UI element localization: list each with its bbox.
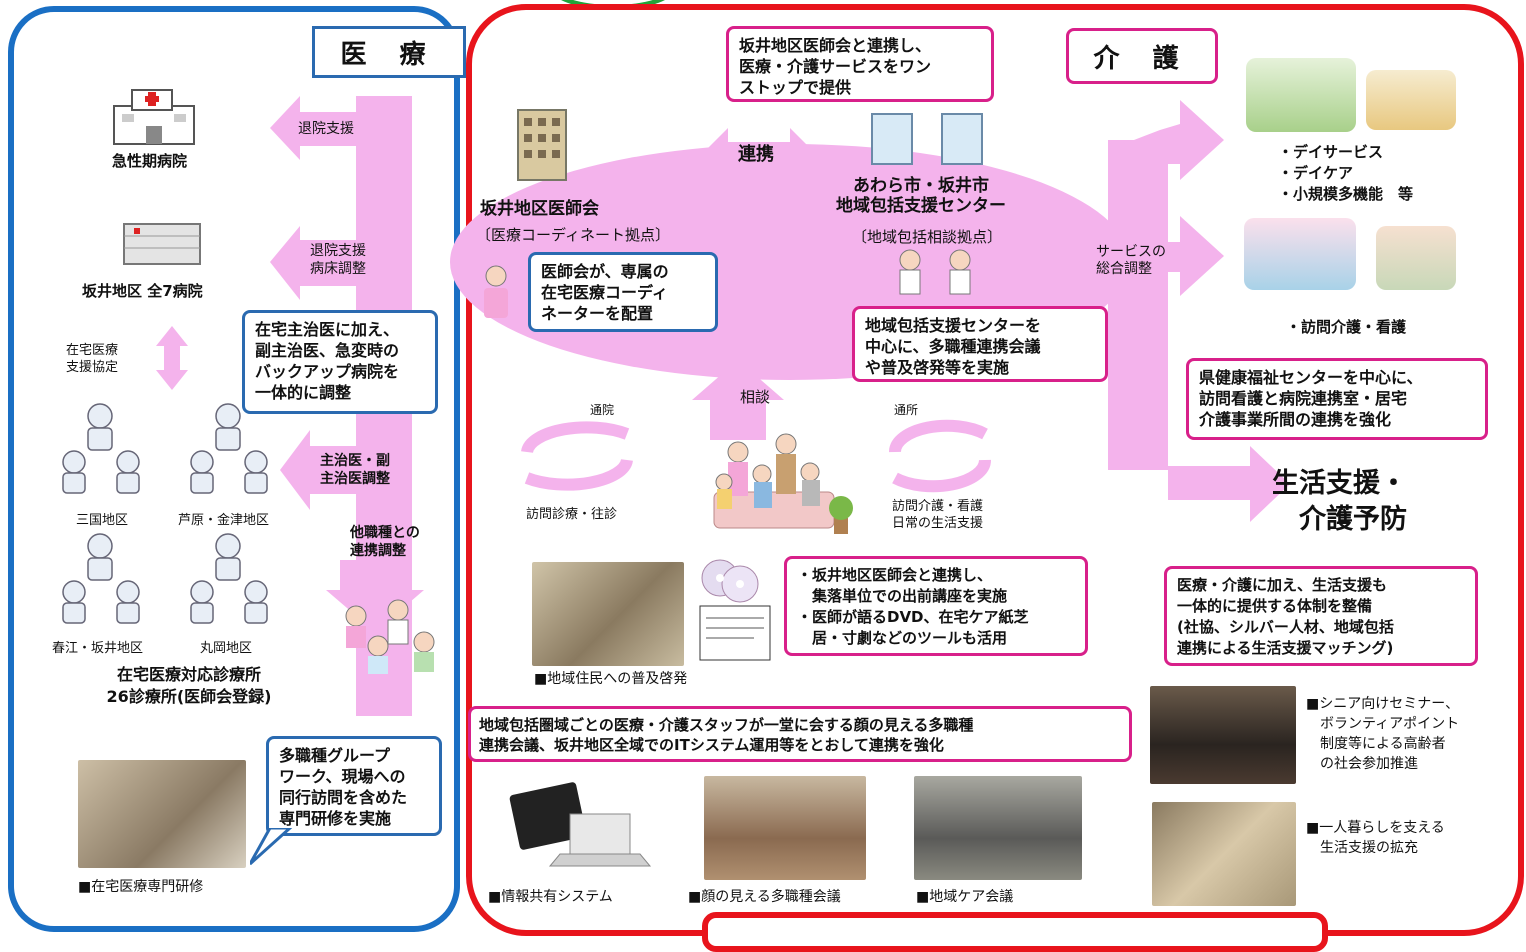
family-illustration <box>713 433 835 529</box>
arrow-to-visit <box>1168 216 1224 296</box>
medical-panel <box>8 6 460 932</box>
photo-meeting <box>704 776 866 880</box>
plant-icon <box>829 496 853 534</box>
right-trunk <box>1108 140 1168 470</box>
arrow-discharge-bed-label: 退院支援 病床調整 <box>310 243 366 277</box>
hospital-icon <box>113 89 195 145</box>
arrow-discharge <box>270 96 356 160</box>
photo-meeting-caption: ■顔の見える多職種会議 <box>688 889 841 905</box>
area-harue: 春江・坂井地区 <box>52 641 144 656</box>
photo-care-meeting <box>914 776 1082 880</box>
photo-outreach-caption: ■地域住民への普及啓発 <box>534 671 688 687</box>
callout-meeting: 地域包括圏域ごとの医療・介護スタッフが一堂に会する顔の見える多職種 連携会議、坂… <box>468 706 1132 762</box>
photo-day-service <box>1246 58 1356 132</box>
bottom-title-box-partial <box>702 912 1328 952</box>
home-support-agreement-label: 在宅医療 支援協定 <box>66 343 119 375</box>
area-maruoka: 丸岡地区 <box>200 641 253 656</box>
arrow-to-life <box>1108 440 1290 522</box>
life-support-label: 生活支援・ 介護予防 <box>1272 468 1407 535</box>
care-title: 介 護 <box>1066 28 1218 84</box>
photo-outreach <box>532 562 684 666</box>
arrow-discharge-bed <box>270 226 356 300</box>
medical-title: 医 療 <box>312 26 466 78</box>
hospital-acute-label: 急性期病院 <box>112 152 188 170</box>
callout-backup: 在宅主治医に加え、 副主治医、急変時の バックアップ病院を 一体的に調整 <box>242 310 438 414</box>
callout-onestop: 坂井地区医師会と連携し、 医療・介護サービスをワン ストップで提供 <box>726 26 994 102</box>
visit-nursing-label: 訪問介護・看護 日常の生活支援 <box>892 499 984 531</box>
arrow-doctor <box>280 430 356 510</box>
arrow-discharge-label: 退院支援 <box>298 121 354 137</box>
arrow-to-services <box>1108 100 1224 180</box>
cycle-dayvisit-bottom <box>892 459 992 493</box>
callout-integrated: 医療・介護に加え、生活支援も 一体的に提供する体制を整備 (社協、シルバー人材、… <box>1164 566 1478 666</box>
services-label: ・デイサービス ・デイケア ・小規模多機能 等 <box>1278 143 1414 203</box>
photo-training <box>78 760 246 868</box>
consult-label: 相談 <box>740 388 771 406</box>
cycle-outpatient-top <box>521 421 630 454</box>
arrow-doctor-label: 主治医・副 主治医調整 <box>320 453 390 487</box>
day-visit-label: 通所 <box>894 403 919 417</box>
double-arrow-support <box>156 326 188 390</box>
center-buildings-icon <box>871 113 983 165</box>
tablet-laptop-icon <box>509 782 652 867</box>
clinics-label: 在宅医療対応診療所 26診療所(医師会登録) <box>106 665 272 706</box>
arrow-multi-label: 他職種との 連携調整 <box>350 525 420 559</box>
center-staff-icon <box>899 249 971 295</box>
hospital-all-label: 坂井地区 全7病院 <box>82 282 203 300</box>
dvd-and-booklet-icon <box>699 559 771 661</box>
visit-care-label: ・訪問介護・看護 <box>1286 318 1407 336</box>
photo-alone-caption: ■一人暮らしを支える 生活支援の拡充 <box>1306 820 1445 856</box>
area-mikuni: 三国地区 <box>76 513 129 528</box>
link-label: 連携 <box>738 144 774 165</box>
center-sub: 〔地域包括相談拠点〕 <box>852 228 1003 246</box>
staff-group-icon <box>345 599 435 674</box>
home-visit-label: 訪問診療・往診 <box>526 507 618 522</box>
outpatient-label: 通院 <box>590 403 615 417</box>
arrow-multi <box>326 560 424 632</box>
medical-assoc-sub: 〔医療コーディネート拠点〕 <box>476 226 670 244</box>
hospital-building-icon <box>123 223 201 265</box>
photo-visit-care <box>1244 218 1356 290</box>
photo-living-alone <box>1152 802 1296 906</box>
medical-assoc-label: 坂井地区医師会 <box>480 199 599 219</box>
photo-senior-caption: ■シニア向けセミナー、 ボランティアポイント 制度等による高齢者 の社会参加推進 <box>1306 696 1460 772</box>
callout-training-tail <box>250 828 293 866</box>
callout-training: 多職種グループ ワーク、現場への 同行訪問を含めた 専門研修を実施 <box>266 736 442 836</box>
photo-day-care <box>1366 70 1456 130</box>
coordinator-person-icon <box>484 265 508 318</box>
callout-coordinator: 医師会が、専属の 在宅医療コーディ ネーターを配置 <box>528 252 718 332</box>
callout-center: 地域包括支援センターを 中心に、多職種連携会議 や普及啓発等を実施 <box>852 306 1108 382</box>
cycle-dayvisit-top <box>888 419 988 453</box>
consult-arrow <box>692 360 784 440</box>
cycle-outpatient-bottom <box>524 458 633 491</box>
photo-visit-nursing <box>1376 226 1456 290</box>
photo-care-caption: ■地域ケア会議 <box>916 889 1014 905</box>
service-adjust-label: サービスの 総合調整 <box>1096 244 1166 277</box>
callout-pref: 県健康福祉センターを中心に、 訪問看護と病院連携室・居宅 介護事業所間の連携を強… <box>1186 358 1488 440</box>
link-arrow <box>700 128 818 184</box>
area-awara: 芦原・金津地区 <box>178 513 270 528</box>
callout-outreach: ・坂井地区医師会と連携し、 集落単位での出前講座を実施 ・医師が語るDVD、在宅… <box>784 556 1088 656</box>
photo-training-caption: ■在宅医療専門研修 <box>78 879 204 895</box>
center-label: あわら市・坂井市 地域包括支援センター <box>836 176 1006 216</box>
photo-senior-seminar <box>1150 686 1296 784</box>
photo-it-caption: ■情報共有システム <box>488 889 613 905</box>
medical-assoc-building-icon <box>517 109 567 181</box>
doctor-groups-icon <box>62 403 268 624</box>
